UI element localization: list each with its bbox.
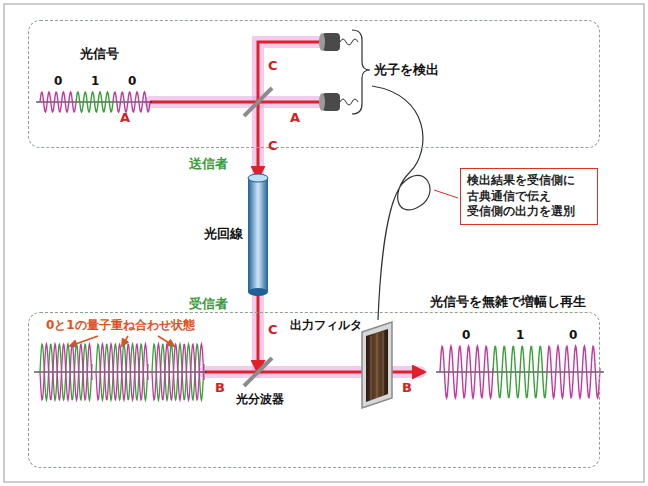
wave (152, 344, 204, 400)
wave (96, 344, 148, 400)
bracket (352, 30, 370, 114)
callout-leader (434, 190, 458, 198)
beam-label: B (402, 380, 412, 396)
beam-label: B (215, 380, 225, 396)
frame (4, 4, 644, 482)
splitter-label: 光分波器 (236, 392, 284, 406)
wave (440, 346, 493, 398)
detector-label: 光子を検出 (374, 62, 439, 77)
wave (40, 92, 76, 112)
optical-fiber (248, 174, 268, 296)
classical-channel-cable (372, 86, 430, 320)
bit-label: 1 (516, 328, 524, 342)
callout-text: 検出結果を受信側に 古典通信で伝え 受信側の出力を選別 (467, 173, 591, 220)
bit-label: 0 (128, 74, 136, 88)
bit-label: 0 (462, 328, 470, 342)
output-filter (362, 322, 392, 408)
wave-axis (34, 372, 206, 373)
beam-label: A (120, 110, 130, 126)
bit-label: 1 (91, 74, 99, 88)
wave (493, 346, 547, 397)
signal-label: 光信号 (80, 46, 119, 61)
beam-splitter (244, 88, 272, 116)
wave (40, 344, 92, 400)
beam-label: A (290, 110, 300, 126)
bit-label: 0 (569, 328, 577, 342)
wave (40, 344, 92, 400)
beam-label: C (268, 138, 278, 154)
wave (96, 344, 148, 400)
region-heading: 受信者 (189, 295, 228, 313)
beam-splitter (244, 358, 272, 386)
wave (547, 346, 600, 398)
output-label: 光信号を無雑で増幅し再生 (430, 294, 586, 309)
bit-label: 0 (54, 74, 62, 88)
filter-label: 出力フィルタ (290, 318, 362, 332)
callout-box: 検出結果を受信側に 古典通信で伝え 受信側の出力を選別 (460, 168, 598, 225)
region-heading: 送信者 (189, 155, 228, 173)
sender-region: 送信者 (28, 20, 600, 148)
beam-label: C (268, 58, 278, 74)
wave (76, 92, 113, 112)
waveforms (34, 92, 604, 400)
wave (113, 92, 150, 112)
receiver-region: 受信者 (28, 312, 600, 468)
wave (152, 344, 204, 400)
fiber-label: 光回線 (204, 226, 243, 241)
beam-label: C (268, 322, 278, 338)
superposition-label: 0と1の量子重ね合わせ状態 (46, 318, 195, 332)
photon-detector (319, 33, 358, 111)
